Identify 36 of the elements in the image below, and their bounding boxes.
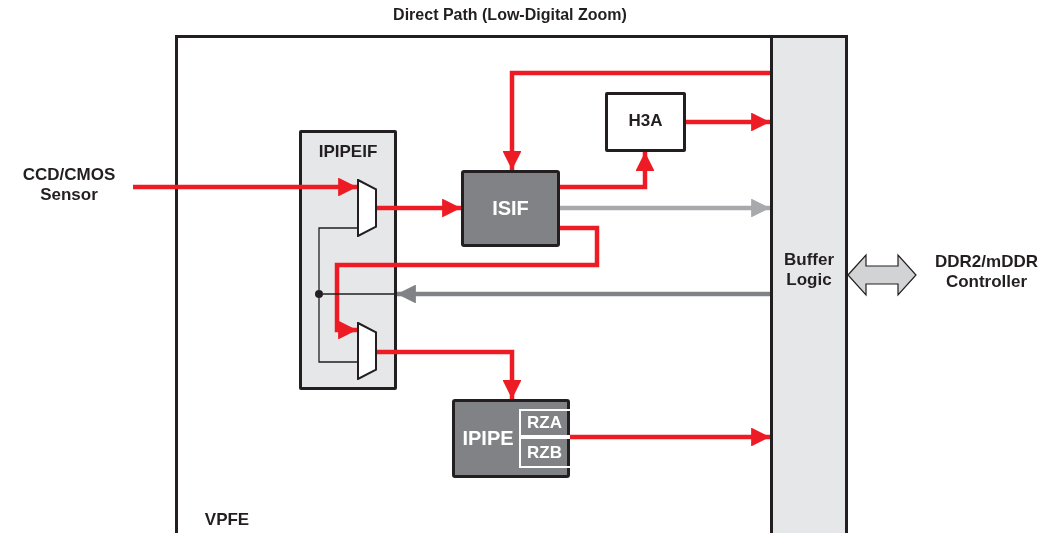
diagram-title: Direct Path (Low-Digital Zoom) [392, 6, 628, 24]
block-label: RZA [526, 413, 563, 433]
block-label: IPIPEIF [317, 142, 379, 162]
arrow [397, 284, 770, 304]
sub-block [519, 409, 570, 437]
junction-dot [315, 290, 323, 298]
process-box [605, 92, 686, 152]
endpoint-label: CCD/CMOS Sensor [21, 165, 117, 205]
arrow [686, 112, 770, 132]
block-label: VPFE [203, 510, 251, 530]
endpoint-label: DDR2/mDDR Controller [934, 252, 1039, 292]
multiplexer-symbol [357, 322, 377, 380]
arrow [560, 198, 770, 218]
module-panel [299, 130, 397, 390]
arrow [133, 177, 357, 197]
connector-line [318, 297, 358, 363]
arrow [560, 152, 655, 190]
multiplexer-symbol [357, 179, 377, 237]
arrow [334, 225, 600, 340]
double-arrow [847, 253, 917, 297]
process-box [461, 170, 560, 247]
block-label: IPIPE [461, 428, 515, 448]
block-frame [175, 35, 848, 533]
connector-line [318, 227, 358, 291]
arrow [377, 198, 461, 218]
block-label: Buffer Logic [782, 250, 836, 290]
arrow [502, 70, 770, 170]
buffer-block [770, 35, 848, 533]
process-box [452, 399, 570, 478]
arrow [570, 427, 770, 447]
connector-line [322, 293, 398, 295]
block-label: RZB [526, 443, 563, 463]
sub-block [519, 437, 570, 468]
block-label: H3A [627, 111, 664, 131]
block-label: ISIF [491, 198, 530, 218]
arrow [377, 349, 522, 399]
